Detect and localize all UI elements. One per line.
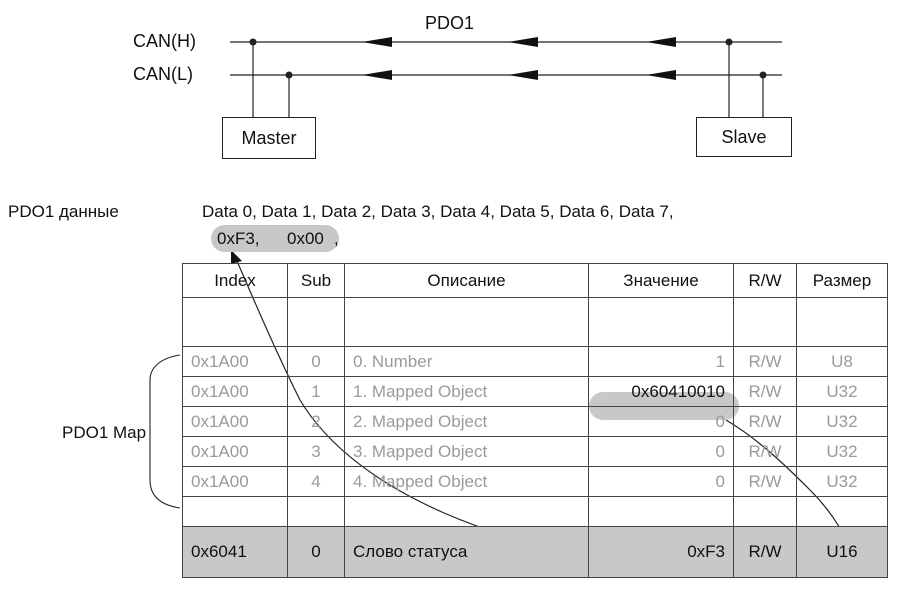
cell-index: 0x1A00 bbox=[182, 346, 288, 377]
pdo-byte1: 0x00 bbox=[287, 229, 324, 248]
cell-size bbox=[796, 496, 888, 527]
cell-value bbox=[588, 496, 734, 527]
arrow-left-icon bbox=[362, 70, 392, 80]
cell-size bbox=[796, 297, 888, 347]
slave-label: Slave bbox=[721, 126, 767, 147]
cell-sub: 2 bbox=[287, 406, 345, 437]
arrow-left-icon bbox=[362, 37, 392, 47]
cell-description bbox=[344, 496, 589, 527]
table-row: 0x1A00 0 0. Number 1 R/W U8 bbox=[182, 346, 888, 377]
cell-value-mapped-object: 0x60410010 bbox=[588, 376, 734, 407]
cell-sub: 4 bbox=[287, 466, 345, 497]
cell-rw: R/W bbox=[733, 346, 797, 377]
cell-sub bbox=[287, 496, 345, 527]
table-row: 0x1A00 1 1. Mapped Object 0x60410010 R/W… bbox=[182, 376, 888, 407]
cell-index: 0x6041 bbox=[182, 526, 288, 578]
cell-index bbox=[182, 496, 288, 527]
cell-size: U32 bbox=[796, 406, 888, 437]
object-dictionary-table: Index Sub Описание Значение R/W Размер 0… bbox=[182, 263, 888, 578]
cell-sub: 3 bbox=[287, 436, 345, 467]
can-low-label: CAN(L) bbox=[133, 64, 194, 84]
can-high-label: CAN(H) bbox=[133, 31, 196, 51]
byte-highlight bbox=[211, 225, 339, 252]
cell-index: 0x1A00 bbox=[182, 376, 288, 407]
cell-value: 0 bbox=[588, 466, 734, 497]
table-row: 0x1A00 2 2. Mapped Object 0 R/W U32 bbox=[182, 406, 888, 437]
cell-rw: R/W bbox=[733, 376, 797, 407]
arrow-up-icon bbox=[231, 250, 242, 264]
cell-rw: R/W bbox=[733, 406, 797, 437]
cell-sub: 0 bbox=[287, 346, 345, 377]
cell-value bbox=[588, 297, 734, 347]
cell-index: 0x1A00 bbox=[182, 406, 288, 437]
cell-index: 0x1A00 bbox=[182, 436, 288, 467]
arrow-left-icon bbox=[646, 70, 676, 80]
cell-size: U32 bbox=[796, 376, 888, 407]
cell-rw bbox=[733, 297, 797, 347]
pdo-data-label: PDO1 данные bbox=[8, 202, 119, 221]
cell-description: 4. Mapped Object bbox=[344, 466, 589, 497]
cell-rw: R/W bbox=[733, 436, 797, 467]
cell-description: Слово статуса bbox=[344, 526, 589, 578]
cell-description bbox=[344, 297, 589, 347]
cell-index: 0x1A00 bbox=[182, 466, 288, 497]
cell-description: 3. Mapped Object bbox=[344, 436, 589, 467]
header-size: Размер bbox=[796, 263, 888, 298]
diagram-title: PDO1 bbox=[425, 13, 475, 33]
arrow-left-icon bbox=[508, 70, 538, 80]
pdo-trailing-comma: , bbox=[334, 229, 339, 248]
arrow-left-icon bbox=[646, 37, 676, 47]
cell-size: U32 bbox=[796, 436, 888, 467]
pdo-map-brace bbox=[149, 354, 181, 509]
master-node: Master bbox=[222, 117, 316, 159]
header-value: Значение bbox=[588, 263, 734, 298]
table-header: Index Sub Описание Значение R/W Размер bbox=[182, 263, 888, 298]
cell-value: 1 bbox=[588, 346, 734, 377]
table-row bbox=[182, 496, 888, 527]
table-row: 0x1A00 4 4. Mapped Object 0 R/W U32 bbox=[182, 466, 888, 497]
master-label: Master bbox=[241, 127, 297, 148]
cell-sub: 1 bbox=[287, 376, 345, 407]
cell-value: 0xF3 bbox=[588, 526, 734, 578]
cell-description: 2. Mapped Object bbox=[344, 406, 589, 437]
cell-description: 1. Mapped Object bbox=[344, 376, 589, 407]
pdo-map-label: PDO1 Map bbox=[62, 423, 147, 442]
header-sub: Sub bbox=[287, 263, 345, 298]
cell-sub: 0 bbox=[287, 526, 345, 578]
header-description: Описание bbox=[344, 263, 589, 298]
pdo-data-fields: Data 0, Data 1, Data 2, Data 3, Data 4, … bbox=[202, 202, 674, 221]
table-row bbox=[182, 297, 888, 347]
cell-size: U16 bbox=[796, 526, 888, 578]
arrow-left-icon bbox=[508, 37, 538, 47]
cell-index bbox=[182, 297, 288, 347]
header-index: Index bbox=[182, 263, 288, 298]
cell-rw bbox=[733, 496, 797, 527]
cell-size: U8 bbox=[796, 346, 888, 377]
table-row-status-word: 0x6041 0 Слово статуса 0xF3 R/W U16 bbox=[182, 526, 888, 578]
cell-value: 0 bbox=[588, 436, 734, 467]
cell-sub bbox=[287, 297, 345, 347]
cell-rw: R/W bbox=[733, 466, 797, 497]
table-row: 0x1A00 3 3. Mapped Object 0 R/W U32 bbox=[182, 436, 888, 467]
cell-description: 0. Number bbox=[344, 346, 589, 377]
pdo-byte0: 0xF3, bbox=[217, 229, 260, 248]
cell-rw: R/W bbox=[733, 526, 797, 578]
cell-value: 0 bbox=[588, 406, 734, 437]
cell-size: U32 bbox=[796, 466, 888, 497]
slave-node: Slave bbox=[696, 117, 792, 157]
header-rw: R/W bbox=[733, 263, 797, 298]
